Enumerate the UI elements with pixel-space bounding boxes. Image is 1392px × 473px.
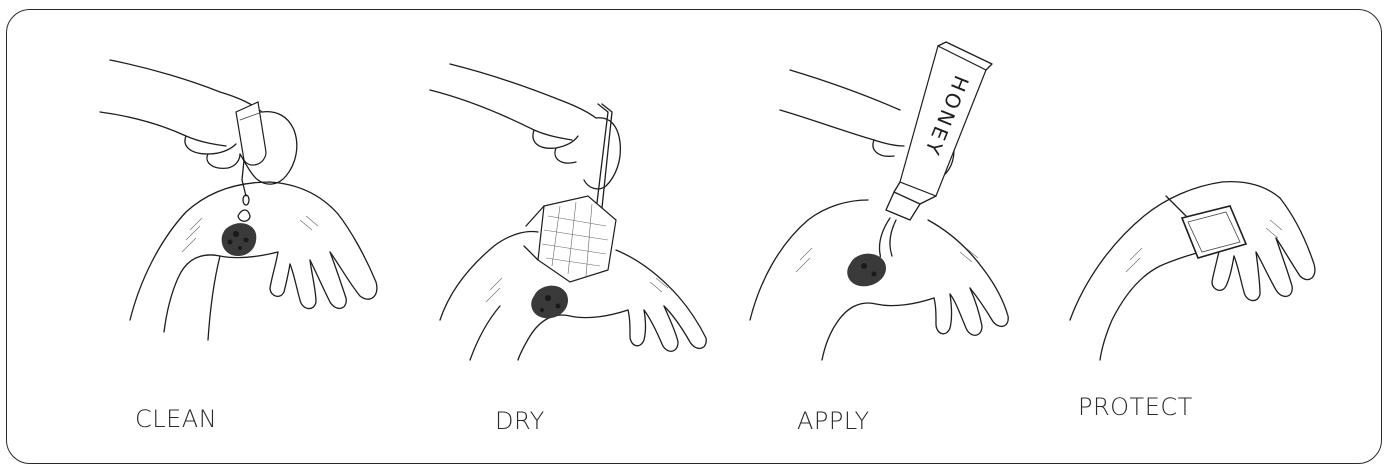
step-label-apply: APPLY xyxy=(797,407,870,435)
step-protect-illustration xyxy=(1070,20,1330,360)
hand-dabbing-gauze-illustration xyxy=(430,20,730,360)
step-clean-illustration xyxy=(90,20,380,360)
hand-squeezing-tube-illustration: HONEY xyxy=(750,20,1020,360)
step-dry-illustration xyxy=(430,20,730,360)
step-label-protect: PROTECT xyxy=(1078,393,1193,421)
step-apply-illustration: HONEY xyxy=(750,20,1020,360)
step-label-dry: DRY xyxy=(495,407,545,435)
hand-dropping-liquid-illustration xyxy=(90,20,380,360)
hand-with-dressing-illustration xyxy=(1070,20,1330,360)
step-label-clean: CLEAN xyxy=(135,405,217,433)
